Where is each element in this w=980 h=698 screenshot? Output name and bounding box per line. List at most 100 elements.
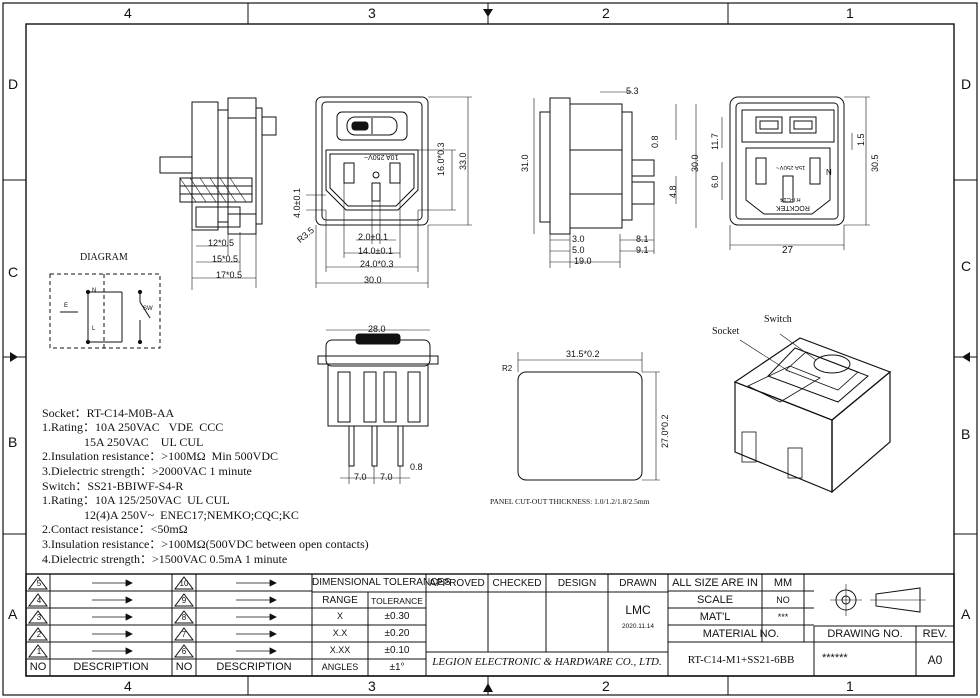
- dim-30-side: 30.0: [690, 154, 700, 172]
- zone-row-a-right: A: [961, 606, 971, 622]
- tolerance-value-xxx: ±0.10: [384, 645, 410, 656]
- checked-header: CHECKED: [492, 578, 542, 589]
- rev-desc-header-right: DESCRIPTION: [216, 661, 292, 673]
- dim-27-cutout: 27.0*0.2: [660, 414, 670, 448]
- drawn-date: 2020.11.14: [621, 623, 655, 630]
- tolerance-range-x: X: [336, 611, 343, 621]
- material-no-label: MATERIAL NO.: [702, 628, 780, 640]
- tolerance-value-x: ±0.30: [384, 611, 410, 622]
- rear-brand-mark: ROCKTEK: [776, 204, 810, 211]
- dim-33: 33.0: [458, 152, 468, 170]
- dim-31: 31.0: [520, 154, 530, 172]
- zone-col-3-bottom: 3: [368, 678, 376, 694]
- dim-4: 4.0±0.1: [292, 188, 302, 218]
- rev-no-5: 5: [36, 579, 42, 588]
- scale-label: SCALE: [696, 594, 734, 606]
- dim-117: 11.7: [710, 133, 720, 150]
- tolerance-range-xx: X.X: [332, 628, 348, 638]
- rev-no-3: 3: [36, 613, 42, 622]
- dim-48: 4.8: [668, 185, 678, 198]
- diagram-sw-label: SW: [143, 306, 153, 312]
- approved-header: APPROVED: [429, 578, 485, 589]
- zone-col-1: 1: [846, 5, 854, 21]
- rev-no-2: 2: [36, 630, 42, 639]
- dim-24: 24.0*0.3: [360, 259, 394, 269]
- spec-line: 2.Contact resistance：<50mΩ: [42, 522, 188, 537]
- zone-row-d: D: [8, 76, 19, 92]
- rev-no-8: 8: [181, 613, 187, 622]
- diagram-title: DIAGRAM: [80, 252, 128, 263]
- dim-81: 8.1: [636, 234, 649, 244]
- zone-row-d-right: D: [961, 76, 972, 92]
- zone-col-4: 4: [124, 5, 132, 21]
- dim-315: 31.5*0.2: [566, 349, 600, 359]
- rear-model-mark: RT-C14: [780, 196, 801, 202]
- panel-cutout-note: PANEL CUT-OUT THICKNESS: 1.0/1.2/1.8/2.5…: [490, 497, 650, 506]
- matl-label: MAT'L: [699, 611, 731, 623]
- dim-15: 15*0.5: [212, 254, 239, 264]
- zone-col-2-bottom: 2: [602, 678, 610, 694]
- tolerance-range-angles: ANGLES: [321, 662, 359, 672]
- dim-15-rear: 1.5: [856, 133, 866, 146]
- dim-08: 0.8: [650, 135, 660, 148]
- drawing-no-label: DRAWING NO.: [827, 628, 903, 640]
- dim-19: 19.0: [574, 256, 592, 266]
- rev-no-1: 1: [36, 647, 42, 656]
- dim-91: 9.1: [636, 245, 649, 255]
- dim-27: 27: [782, 245, 794, 256]
- tolerance-value-xx: ±0.20: [384, 628, 410, 639]
- dim-7b: 7.0: [380, 472, 393, 482]
- zone-row-a: A: [8, 606, 18, 622]
- scale-value: NO: [776, 595, 790, 605]
- drawn-name: LMC: [625, 603, 651, 617]
- iso-socket-label: Socket: [712, 326, 740, 337]
- rev-desc-header-left: DESCRIPTION: [73, 661, 149, 673]
- dim-28: 28.0: [368, 324, 386, 334]
- dim-14: 14.0±0.1: [358, 246, 393, 256]
- spec-line: 3.Insulation resistance：>100MΩ(500VDC be…: [42, 536, 369, 551]
- rev-no-10: 10: [179, 579, 189, 588]
- zone-row-b-right: B: [961, 426, 971, 442]
- spec-line: 1.Rating：10A 125/250VAC UL CUL: [42, 493, 230, 508]
- dim-7a: 7.0: [354, 472, 367, 482]
- spec-line: 4.Dielectric strength：>1500VAC 0.5mA 1 m…: [42, 551, 288, 566]
- all-size-label: ALL SIZE ARE IN: [672, 577, 758, 589]
- iso-switch-label: Switch: [764, 314, 792, 325]
- socket-rating-mark: 10A 250V~: [364, 153, 399, 160]
- matl-value: ***: [777, 612, 789, 622]
- drawing-number: ******: [822, 652, 848, 664]
- dim-12: 12*0.5: [208, 238, 235, 248]
- all-size-value: MM: [773, 577, 793, 589]
- rear-n-mark: N: [826, 168, 832, 177]
- dim-305: 30.5: [870, 154, 880, 172]
- tolerances-title: DIMENSIONAL TOLERANCES: [312, 577, 451, 588]
- tolerance-header: TOLERANCE: [371, 596, 423, 606]
- dim-r2: R2: [502, 364, 513, 373]
- spec-line: 1.Rating：10A 250VAC VDE CCC: [42, 420, 224, 435]
- zone-col-4-bottom: 4: [124, 678, 132, 694]
- diagram-l-label: L: [92, 326, 96, 332]
- rev-no-9: 9: [181, 596, 187, 605]
- rev-no-6: 6: [181, 647, 187, 656]
- dim-30: 30.0: [364, 275, 382, 285]
- diagram-e-label: E: [64, 303, 69, 309]
- spec-line: 3.Dielectric strength：>2000VAC 1 minute: [42, 463, 252, 478]
- tolerance-range-xxx: X.XX: [329, 645, 351, 655]
- dim-16: 16.0*0.3: [436, 142, 446, 176]
- dim-5: 5.0: [572, 245, 585, 255]
- dim-2: 2.0±0.1: [358, 232, 388, 242]
- rev-label: REV.: [922, 628, 948, 640]
- rear-rating-mark: 15A 250V~: [776, 164, 806, 170]
- dim-53: 5.3: [626, 86, 639, 96]
- company-name: LEGION ELECTRONIC & HARDWARE CO., LTD.: [432, 656, 662, 668]
- zone-row-c-right: C: [961, 258, 972, 274]
- zone-row-b: B: [8, 434, 18, 450]
- zone-col-3: 3: [368, 5, 376, 21]
- rev-no-header-right: NO: [175, 661, 193, 673]
- diagram-n-label: N: [92, 288, 97, 294]
- zone-col-1-bottom: 1: [846, 678, 854, 694]
- zone-row-c: C: [8, 264, 19, 280]
- tolerance-value-angles: ±1°: [389, 662, 405, 673]
- rev-no-4: 4: [36, 596, 42, 605]
- spec-line: Socket：RT-C14-M0B-AA: [42, 405, 175, 420]
